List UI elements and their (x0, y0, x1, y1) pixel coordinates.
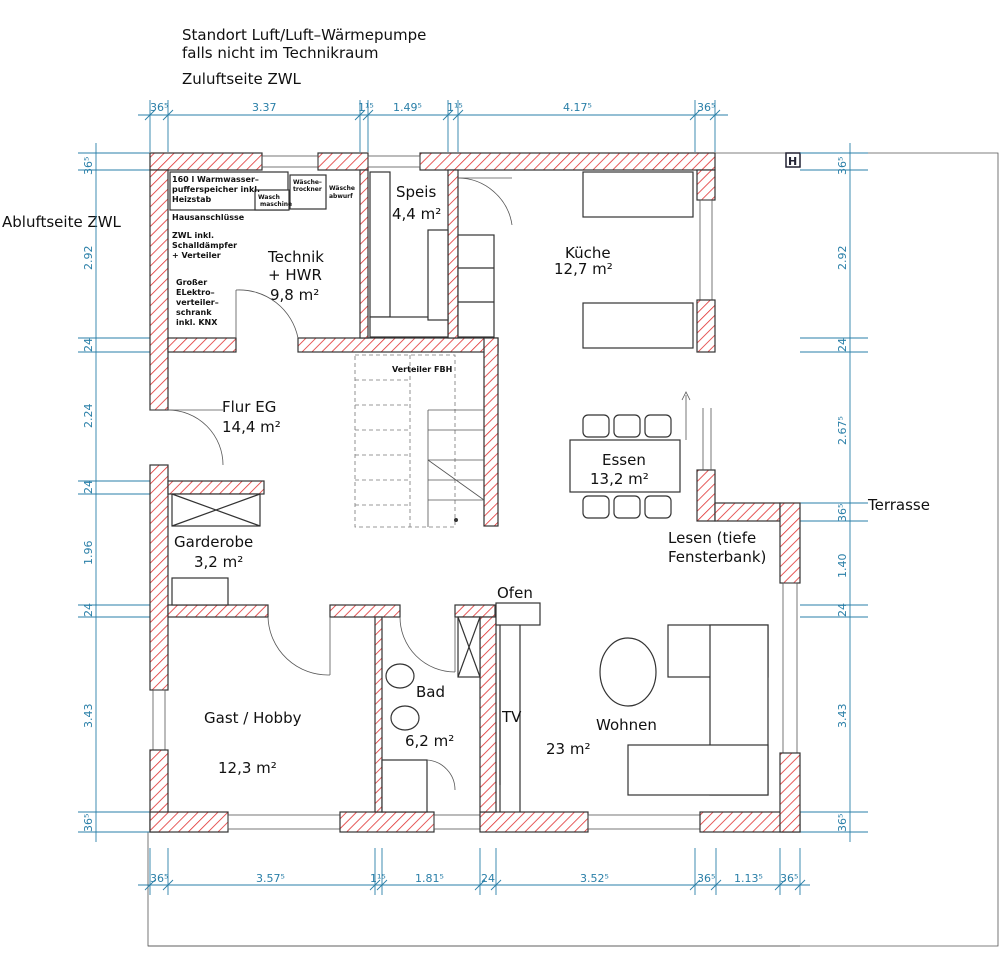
label-tv: TV (501, 708, 522, 726)
dim-right-8: 3.43 (836, 704, 849, 729)
dim-top-5: 1¹⁵ (447, 101, 463, 114)
dim-top-1: 36⁵ (150, 101, 168, 114)
label-speicher-2: pufferspeicher inkl. (172, 185, 260, 194)
furniture (169, 171, 769, 813)
room-lesen-2: Fensterbank) (668, 548, 766, 566)
dim-bottom-4: 1.81⁵ (415, 872, 444, 885)
dim-bottom-1: 36⁵ (150, 872, 168, 885)
label-waschmaschine-2: maschine (260, 201, 292, 208)
dim-right-9: 36⁵ (836, 814, 849, 832)
label-elek-3: verteiler– (176, 298, 219, 307)
room-gast-area: 12,3 m² (218, 759, 277, 777)
label-verteiler-fbh: Verteiler FBH (392, 365, 452, 374)
dimension-left: 36⁵ 2.92 24 2.24 24 1.96 24 3.43 36⁵ (78, 143, 150, 842)
dimension-right: 36⁵ 2.92 24 2.67⁵ 36⁵ 1.40 24 3.43 36⁵ (800, 143, 868, 842)
label-waschmaschine-1: Wasch (258, 194, 280, 201)
terrace-outline (147, 152, 999, 947)
room-technik-name-2: + HWR (268, 266, 322, 284)
dim-top-4: 1.49⁵ (393, 101, 422, 114)
room-gast-name: Gast / Hobby (204, 709, 302, 727)
dim-left-5: 24 (82, 480, 95, 494)
dim-top-3: 1¹⁵ (358, 101, 374, 114)
room-technik-area: 9,8 m² (270, 286, 319, 304)
note-exhaust-side: Abluftseite ZWL (2, 213, 122, 231)
label-speicher-1: 160 l Warmwasser– (172, 175, 259, 184)
dim-left-1: 36⁵ (82, 157, 95, 175)
dim-left-6: 1.96 (82, 541, 95, 566)
label-ofen: Ofen (497, 584, 533, 602)
room-flur-area: 14,4 m² (222, 418, 281, 436)
dim-right-4: 2.67⁵ (836, 416, 849, 445)
dim-top-7: 36⁵ (697, 101, 715, 114)
label-terrace: Terrasse (867, 496, 930, 514)
dimension-bottom: 36⁵ 3.57⁵ 1¹⁵ 1.81⁵ 24 3.52⁵ 36⁵ 1.13⁵ 3… (138, 848, 810, 895)
label-elek-2: ELektro– (176, 288, 215, 297)
dim-bottom-7: 36⁵ (697, 872, 715, 885)
dimension-top: 36⁵ 3.37 1¹⁵ 1.49⁵ 1¹⁵ 4.17⁵ 36⁵ (138, 100, 728, 152)
label-elek-5: inkl. KNX (176, 318, 218, 327)
dim-left-9: 36⁵ (82, 814, 95, 832)
room-essen-name: Essen (602, 451, 646, 469)
outdoor-unit-icon (785, 152, 801, 168)
label-abwurf-1: Wäsche (329, 185, 355, 192)
label-trockner-2: trockner (293, 186, 322, 193)
room-bad-area: 6,2 m² (405, 732, 454, 750)
room-speis-name: Speis (396, 183, 436, 201)
label-zwl-3: + Verteiler (172, 251, 221, 260)
dim-right-5: 36⁵ (836, 504, 849, 522)
room-speis-area: 4,4 m² (392, 205, 441, 223)
label-zwl-1: ZWL inkl. (172, 231, 214, 240)
room-technik-name-1: Technik (267, 248, 324, 266)
label-zwl-2: Schalldämpfer (172, 241, 237, 250)
dim-left-7: 24 (82, 603, 95, 617)
dim-right-6: 1.40 (836, 554, 849, 579)
technik-labels: 160 l Warmwasser– pufferspeicher inkl. H… (172, 175, 355, 327)
note-heatpump-line1: Standort Luft/Luft–Wärmepumpe (182, 26, 426, 44)
room-essen-area: 13,2 m² (590, 470, 649, 488)
dim-right-3: 24 (836, 338, 849, 352)
dim-bottom-9: 36⁵ (780, 872, 798, 885)
room-kueche-name: Küche (565, 244, 611, 262)
dim-top-2: 3.37 (252, 101, 277, 114)
note-heatpump-line2: falls nicht im Technikraum (182, 44, 378, 62)
dim-bottom-2: 3.57⁵ (256, 872, 285, 885)
dim-bottom-3: 1¹⁵ (370, 872, 386, 885)
label-abwurf-2: abwurf (329, 193, 353, 200)
note-supply-side: Zuluftseite ZWL (182, 70, 302, 88)
room-garderobe-area: 3,2 m² (194, 553, 243, 571)
room-kueche-area: 12,7 m² (554, 260, 613, 278)
dim-right-1: 36⁵ (836, 157, 849, 175)
room-wohnen-name: Wohnen (596, 716, 657, 734)
dim-left-3: 24 (82, 338, 95, 352)
walls (149, 152, 801, 833)
dim-top-6: 4.17⁵ (563, 101, 592, 114)
dim-bottom-6: 3.52⁵ (580, 872, 609, 885)
room-lesen-1: Lesen (tiefe (668, 529, 756, 547)
staircase (354, 354, 485, 528)
dim-left-8: 3.43 (82, 704, 95, 729)
doors (150, 177, 513, 676)
label-hausanschluss: Hausanschlüsse (172, 213, 245, 222)
dim-left-2: 2.92 (82, 246, 95, 271)
outdoor-unit-letter: H (788, 155, 797, 168)
room-bad-name: Bad (416, 683, 445, 701)
label-elek-4: schrank (176, 308, 212, 317)
label-speicher-3: Heizstab (172, 195, 212, 204)
dim-bottom-8: 1.13⁵ (734, 872, 763, 885)
label-trockner-1: Wäsche– (293, 179, 322, 186)
room-wohnen-area: 23 m² (546, 740, 590, 758)
room-labels: Speis 4,4 m² Küche 12,7 m² Technik + HWR… (174, 183, 766, 777)
room-garderobe-name: Garderobe (174, 533, 253, 551)
room-flur-name: Flur EG (222, 398, 276, 416)
dim-right-7: 24 (836, 603, 849, 617)
label-elek-1: Großer (176, 278, 207, 287)
dim-left-4: 2.24 (82, 404, 95, 429)
dim-bottom-5: 24 (481, 872, 495, 885)
dim-right-2: 2.92 (836, 246, 849, 271)
